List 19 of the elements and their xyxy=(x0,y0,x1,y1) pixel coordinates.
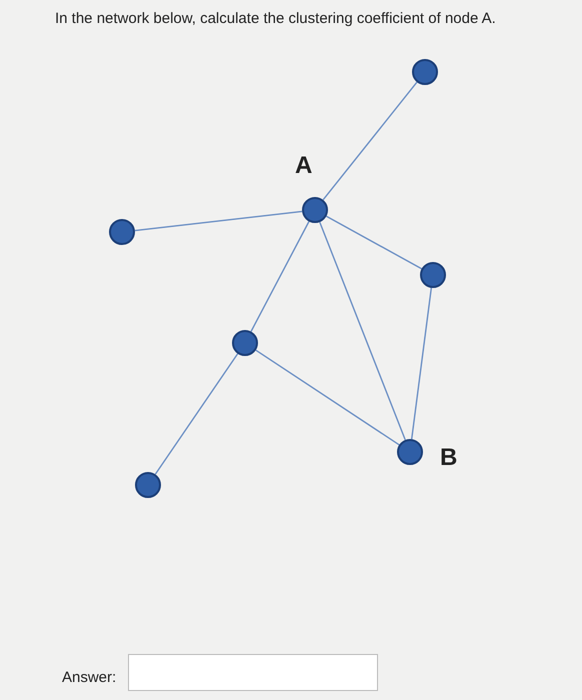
edge-line xyxy=(134,210,302,232)
edge-line xyxy=(326,216,422,270)
network-node xyxy=(397,439,423,465)
node-label: A xyxy=(295,154,312,178)
network-node xyxy=(420,262,446,288)
network-node xyxy=(302,197,328,223)
answer-label: Answer: xyxy=(62,669,116,686)
edge-line xyxy=(319,222,406,440)
network-node xyxy=(232,330,258,356)
node-label: B xyxy=(440,446,458,470)
question-text: In the network below, calculate the clustering coefficient of node A. xyxy=(55,10,496,27)
network-node xyxy=(109,219,135,245)
edge-line xyxy=(250,221,310,332)
network-node xyxy=(135,472,161,498)
edge-line xyxy=(154,353,238,475)
network-node xyxy=(412,59,438,85)
edge-line xyxy=(410,288,432,440)
edge-line xyxy=(255,350,400,446)
edge-line xyxy=(322,82,418,200)
